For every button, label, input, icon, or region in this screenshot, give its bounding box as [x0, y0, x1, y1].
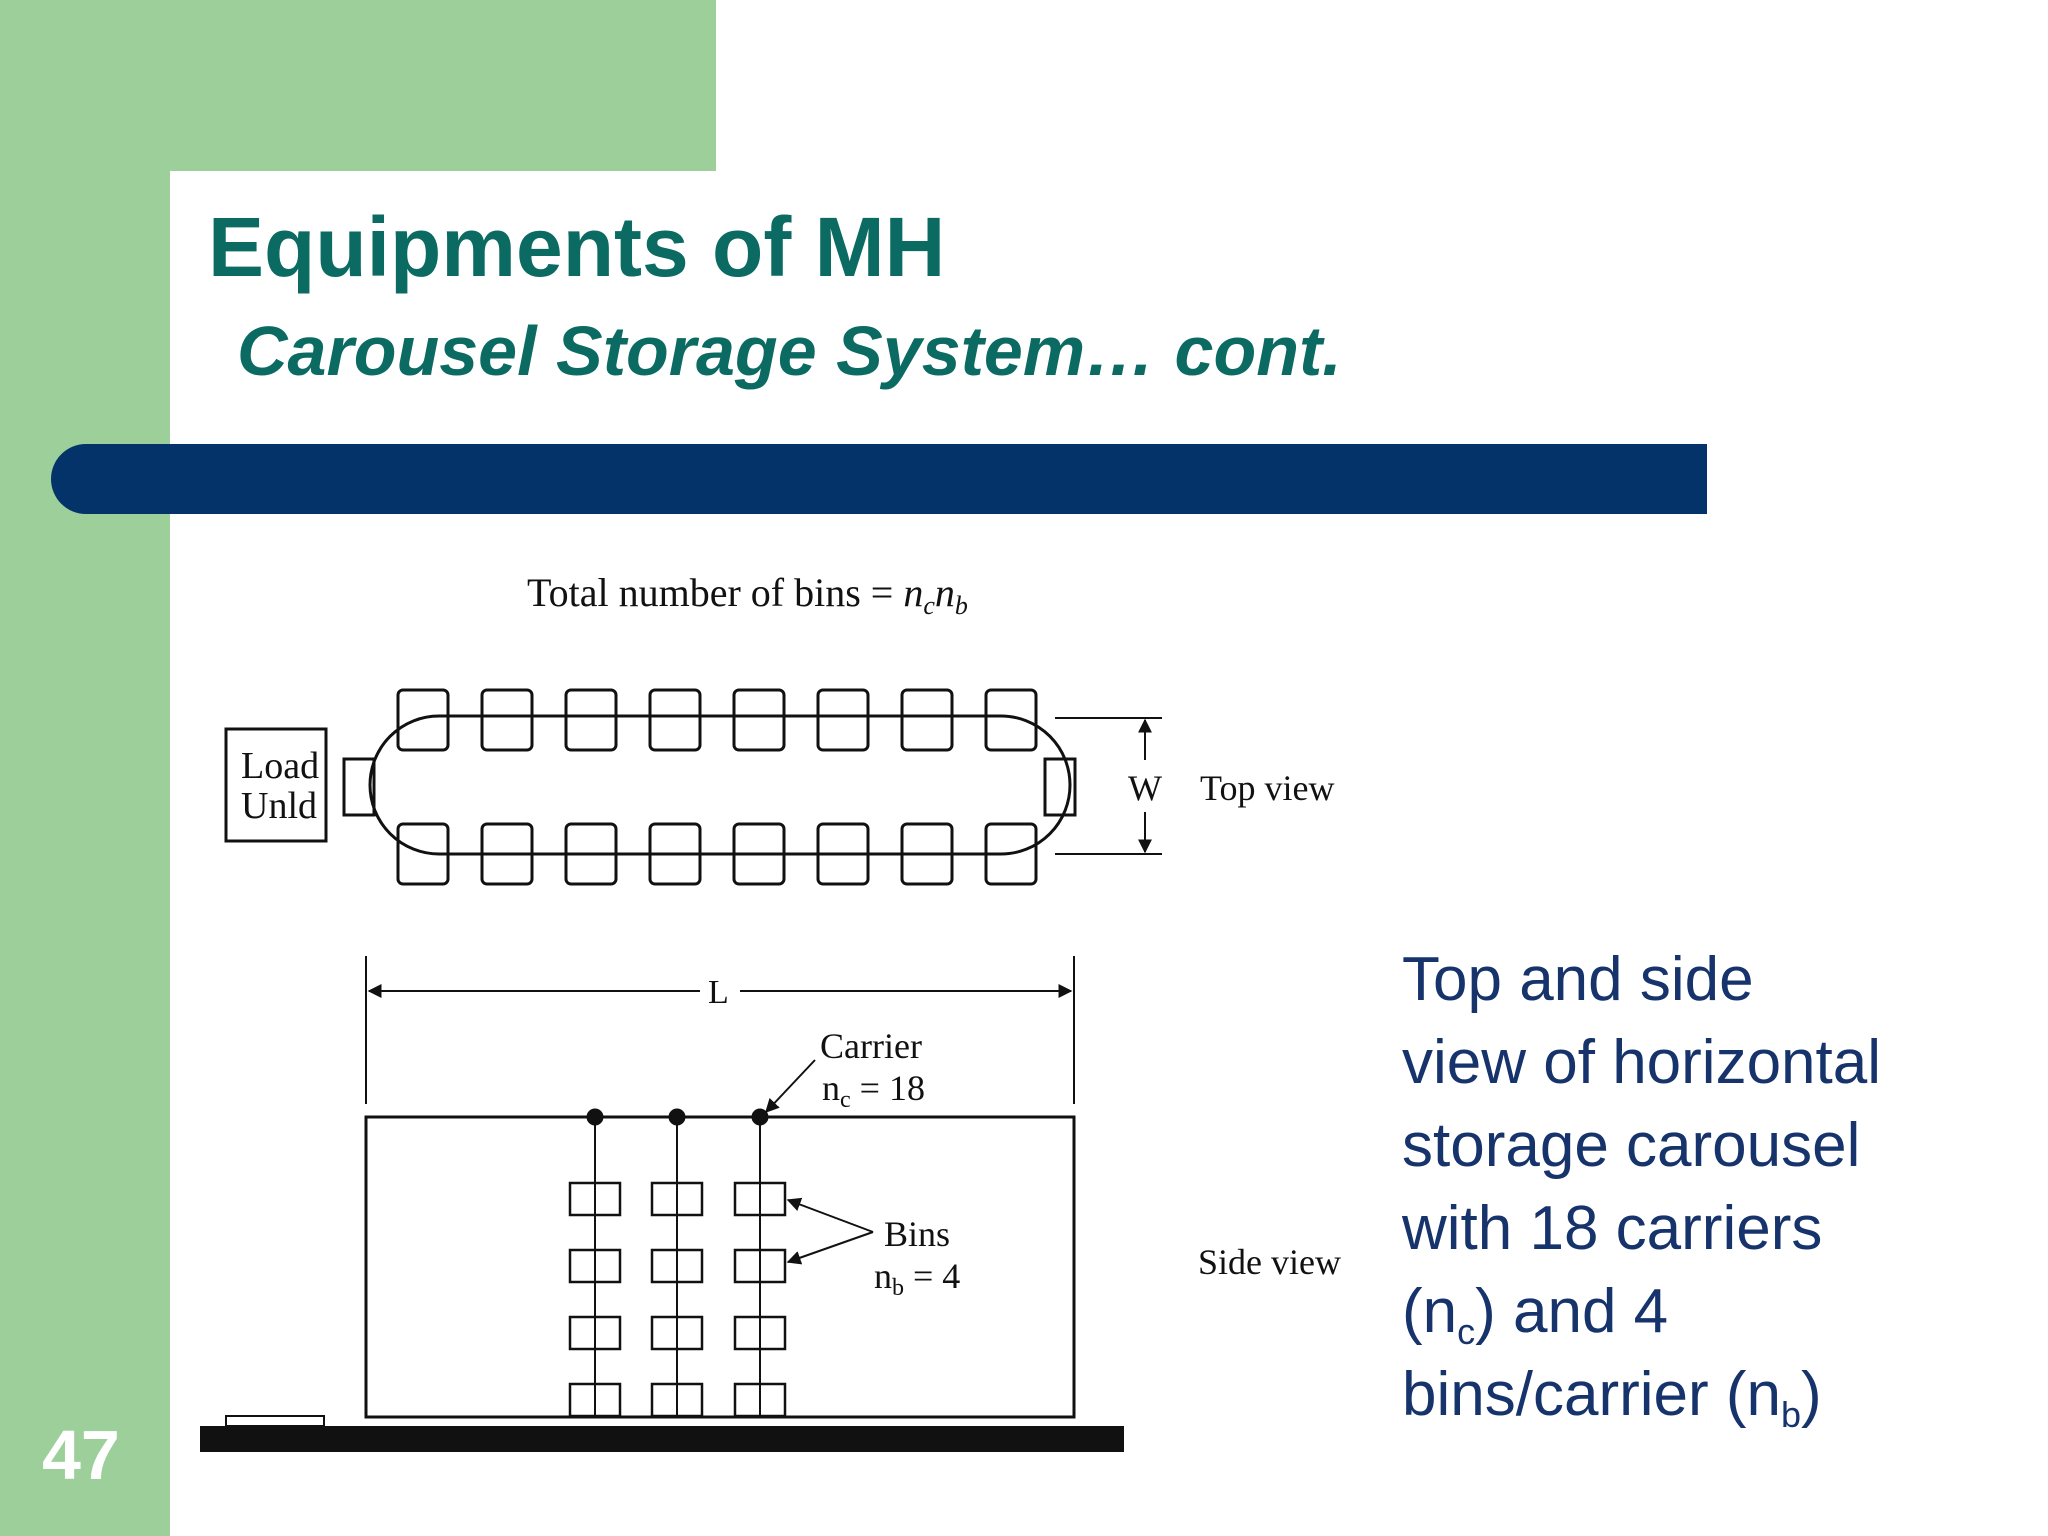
carrier-box [564, 822, 618, 886]
bottom-carrier-row [396, 822, 1038, 886]
bin-box [733, 1181, 787, 1217]
carrier-columns [568, 1108, 787, 1418]
bin-box [650, 1315, 704, 1351]
carrier-box [900, 822, 954, 886]
top-carrier-row [396, 688, 1038, 752]
green-top-band [0, 0, 716, 171]
carrier-column [733, 1108, 787, 1418]
carrier-box [648, 688, 702, 752]
carrier-column [568, 1108, 622, 1418]
formula-label: Total number of bins = ncnb [527, 570, 968, 620]
carrier-pivot [751, 1108, 769, 1126]
bins-count-label: nb = 4 [874, 1256, 960, 1301]
carrier-box [732, 688, 786, 752]
bin-box [568, 1248, 622, 1284]
bin-box [650, 1382, 704, 1418]
bins-label: Bins [884, 1214, 950, 1254]
carrier-column [650, 1108, 704, 1418]
carrier-pivot [668, 1108, 686, 1126]
floor-base [200, 1426, 1124, 1452]
carrier-box [732, 822, 786, 886]
length-label: L [708, 974, 729, 1011]
bin-box [733, 1315, 787, 1351]
carrier-box [816, 822, 870, 886]
bins-pointer-arrow-2 [786, 1231, 874, 1265]
caption-line-2: view of horizontal [1402, 1028, 1882, 1097]
left-end-carrier [342, 757, 376, 817]
bin-box [568, 1181, 622, 1217]
bins-pointer-arrow-1 [786, 1197, 874, 1233]
load-label-line1: Load [241, 745, 319, 787]
carrier-box [396, 822, 450, 886]
slide-subtitle: Carousel Storage System… cont. [237, 312, 1342, 390]
right-end-carrier [1043, 757, 1077, 817]
carrier-count-label: nc = 18 [822, 1068, 925, 1113]
carrier-box [816, 688, 870, 752]
top-view-label: Top view [1200, 768, 1334, 808]
carrier-box [984, 688, 1038, 752]
carrier-box [984, 822, 1038, 886]
caption-line-5: (nc) and 4 [1402, 1277, 1669, 1352]
carrier-box [564, 688, 618, 752]
carrier-box [480, 688, 534, 752]
carrier-label: Carrier [820, 1026, 922, 1066]
caption-line-3: storage carousel [1402, 1111, 1861, 1180]
carrier-box [900, 688, 954, 752]
title-divider-bar [51, 444, 1707, 514]
caption-line-4: with 18 carriers [1402, 1194, 1823, 1263]
carrier-box [648, 822, 702, 886]
slide-title: Equipments of MH [208, 200, 946, 294]
caption-line-1: Top and side [1402, 945, 1754, 1014]
loading-platform [225, 1415, 325, 1427]
carrier-box [396, 688, 450, 752]
carrier-box [480, 822, 534, 886]
carrier-pointer-arrow [765, 1059, 816, 1114]
bin-box [650, 1248, 704, 1284]
load-label-line2: Unld [241, 785, 317, 827]
track-loop [368, 714, 1072, 856]
width-label: W [1128, 768, 1162, 808]
top-view [224, 688, 1162, 886]
bin-box [650, 1181, 704, 1217]
green-side-band [0, 0, 170, 1536]
bin-box [568, 1382, 622, 1418]
carrier-pivot [586, 1108, 604, 1126]
load-unload-station [224, 727, 328, 843]
caption-text: Top and side view of horizontal storage … [1402, 938, 1962, 1436]
slide-number: 47 [42, 1416, 120, 1494]
carousel-frame [364, 1115, 1076, 1419]
bin-box [733, 1382, 787, 1418]
bin-box [568, 1315, 622, 1351]
side-view-label: Side view [1198, 1242, 1341, 1282]
bin-box [733, 1248, 787, 1284]
caption-line-6: bins/carrier (nb) [1402, 1360, 1822, 1435]
side-view [225, 956, 1076, 1427]
